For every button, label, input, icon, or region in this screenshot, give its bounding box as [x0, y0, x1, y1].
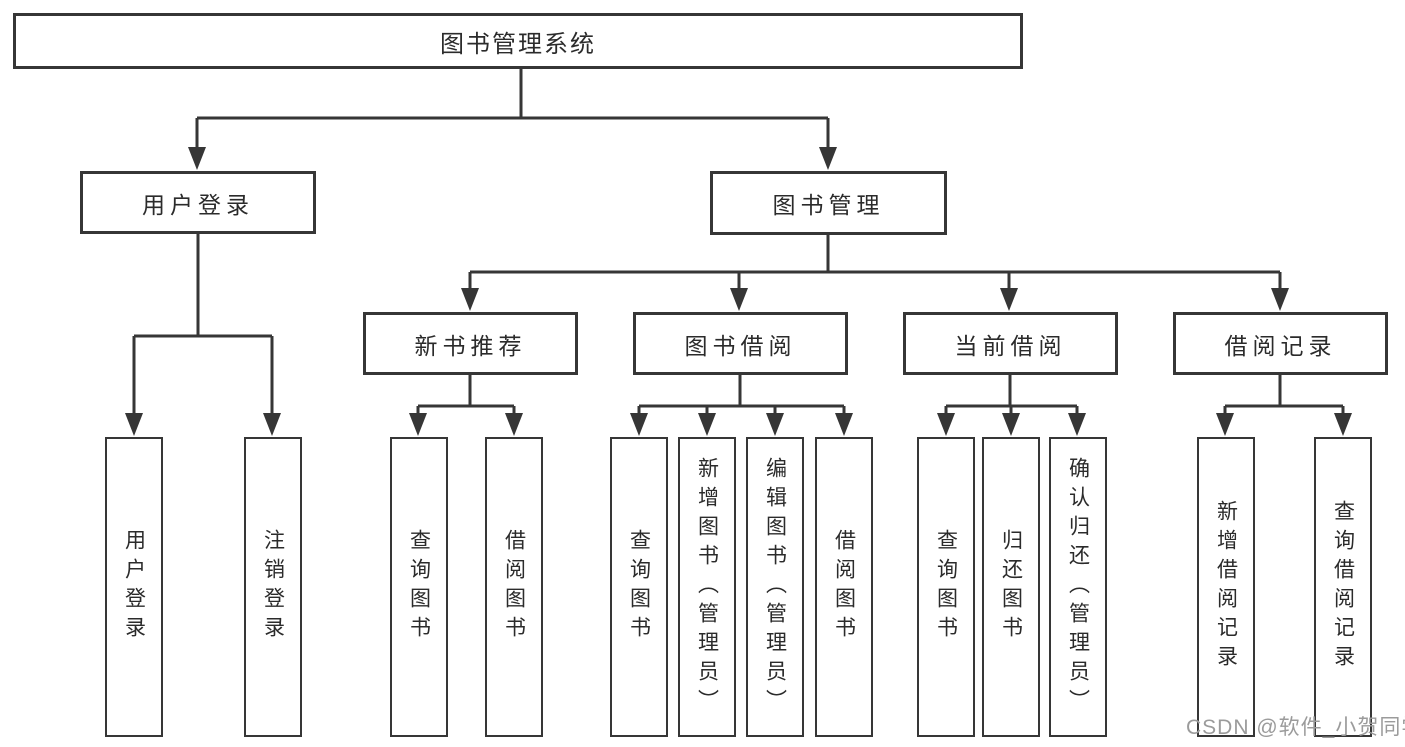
node-label: 当前借阅	[954, 332, 1067, 359]
leaf-label: 查询图书	[627, 529, 651, 645]
leaf-label: 查询借阅记录	[1331, 500, 1355, 674]
leaf-user-login: 用户登录	[105, 437, 163, 737]
leaf-borrow-books-borrowing: 借阅图书	[815, 437, 873, 737]
leaf-query-books-borrowing: 查询图书	[610, 437, 668, 737]
node-label: 用户登录	[142, 191, 254, 218]
node-label: 图书管理	[772, 192, 885, 218]
leaf-label: 查询图书	[934, 529, 958, 645]
leaf-label: 确认归还（管理员）	[1066, 456, 1090, 718]
node-new-book-recommendation: 新书推荐	[363, 312, 578, 375]
leaf-label: 注销登录	[261, 529, 285, 645]
leaf-label: 归还图书	[999, 529, 1023, 645]
leaf-label: 新增图书（管理员）	[695, 456, 719, 718]
leaf-label: 借阅图书	[832, 529, 856, 645]
leaf-query-borrow-record: 查询借阅记录	[1314, 437, 1372, 737]
tree-edges	[132, 69, 1345, 416]
node-label: 图书管理系统	[440, 30, 596, 58]
node-borrowing-records: 借阅记录	[1173, 312, 1388, 375]
leaf-add-borrow-record: 新增借阅记录	[1197, 437, 1255, 737]
leaf-confirm-return-admin: 确认归还（管理员）	[1049, 437, 1107, 737]
node-library-management-system: 图书管理系统	[13, 13, 1023, 69]
node-label: 新书推荐	[414, 332, 527, 359]
leaf-borrow-books-recommend: 借阅图书	[485, 437, 543, 737]
node-label: 图书借阅	[684, 332, 797, 359]
node-book-borrowing: 图书借阅	[633, 312, 848, 375]
node-user-login: 用户登录	[80, 171, 316, 234]
arrowheads	[125, 147, 1352, 436]
leaf-query-books-recommend: 查询图书	[390, 437, 448, 737]
leaf-logout: 注销登录	[244, 437, 302, 737]
leaf-query-books-current: 查询图书	[917, 437, 975, 737]
leaf-label: 新增借阅记录	[1214, 500, 1238, 674]
leaf-edit-books-admin: 编辑图书（管理员）	[746, 437, 804, 737]
leaf-add-books-admin: 新增图书（管理员）	[678, 437, 736, 737]
leaf-label: 编辑图书（管理员）	[763, 456, 787, 718]
leaf-label: 查询图书	[407, 529, 431, 645]
node-current-borrowing: 当前借阅	[903, 312, 1118, 375]
leaf-label: 用户登录	[122, 529, 146, 645]
node-book-management: 图书管理	[710, 171, 947, 235]
leaf-return-books: 归还图书	[982, 437, 1040, 737]
leaf-label: 借阅图书	[502, 529, 526, 645]
node-label: 借阅记录	[1224, 332, 1337, 359]
watermark-text: CSDN @软件_小贺同学	[1186, 716, 1405, 739]
